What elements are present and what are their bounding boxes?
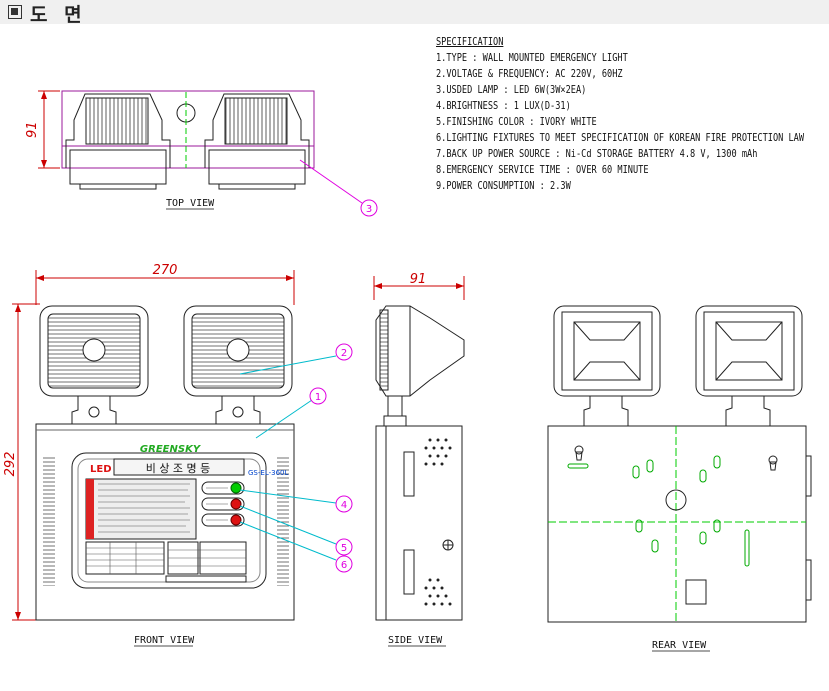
top-left-head: [65, 93, 171, 168]
callout-2-text: 2: [341, 348, 347, 359]
top-right-head: [204, 93, 310, 168]
red-indicator-1: [230, 498, 242, 510]
rear-view-label: REAR VIEW: [652, 640, 707, 651]
red-indicator-2: [230, 514, 242, 526]
side-view: [373, 276, 465, 621]
brand-logo-text: GREENSKY: [140, 444, 202, 455]
green-indicator: [230, 482, 242, 494]
top-right-body: [208, 149, 306, 185]
spec-item: 8.EMERGENCY SERVICE TIME : OVER 60 MINUT…: [436, 164, 649, 176]
callout-5-circle: [335, 538, 353, 556]
spec-item: 4.BRIGHTNESS : 1 LUX(D-31): [436, 100, 571, 112]
front-panel: [71, 452, 267, 589]
front-height-dim: 292: [3, 452, 18, 477]
spec-item: 3.USDED LAMP : LED 6W(3W×2EA): [436, 84, 587, 96]
rear-view: [547, 305, 812, 623]
rear-right-lamp: [695, 305, 803, 397]
callout-1-leader: [255, 399, 313, 439]
rear-battery-cover: [685, 579, 707, 605]
specification-block: SPECIFICATION 1.TYPE : WALL MOUNTED EMER…: [436, 34, 804, 194]
top-view-outline: [61, 90, 315, 169]
led-label: LED: [90, 464, 112, 475]
front-body: [35, 423, 295, 621]
callout-6-text: 6: [341, 560, 347, 571]
callout-4-leader: [239, 489, 337, 504]
spec-item: 1.TYPE : WALL MOUNTED EMERGENCY LIGHT: [436, 52, 628, 64]
callout-4-circle: [335, 495, 353, 513]
top-left-body: [69, 149, 167, 185]
callout-6-leader: [239, 521, 337, 561]
spec-item: 5.FINISHING COLOR : IVORY WHITE: [436, 116, 597, 128]
side-view-label: SIDE VIEW: [388, 635, 443, 646]
product-name: 비 상 조 명 등: [146, 462, 211, 475]
spec-title: SPECIFICATION: [436, 36, 504, 48]
rear-center-hole: [665, 489, 687, 511]
callout-2-circle: [335, 343, 353, 361]
side-depth-dim: 91: [410, 272, 427, 287]
callout-1-circle: [309, 387, 327, 405]
spec-item: 2.VOLTAGE & FREQUENCY: AC 220V, 60HZ: [436, 68, 623, 80]
top-height-dim: 91: [25, 121, 40, 138]
callout-5-leader: [239, 505, 337, 545]
page-title: 도 면: [30, 4, 87, 26]
rear-body: [547, 425, 807, 623]
product-model: GS-EL-360L: [248, 469, 288, 477]
callout-3-text: 3: [366, 204, 372, 215]
callout-6-circle: [335, 555, 353, 573]
spec-item: 6.LIGHTING FIXTURES TO MEET SPECIFICATIO…: [436, 132, 805, 144]
side-body: [375, 425, 463, 621]
front-view: [12, 270, 295, 621]
side-lamp-head: [375, 305, 465, 397]
front-right-lamp: [183, 305, 293, 397]
callout-1-text: 1: [315, 392, 321, 403]
header-bar: 도 면: [0, 0, 829, 26]
callout-3-circle: [360, 199, 378, 217]
front-width-dim: 270: [153, 263, 178, 278]
front-left-lamp: [39, 305, 149, 397]
top-view-label: TOP VIEW: [166, 198, 215, 209]
square-bullet-icon: [8, 5, 22, 19]
rear-left-lamp: [553, 305, 661, 397]
callout-4-text: 4: [341, 500, 347, 511]
callout-2-leader: [239, 355, 337, 375]
callout-3-leader: [299, 159, 363, 204]
callout-5-text: 5: [341, 543, 347, 554]
spec-item: 7.BACK UP POWER SOURCE : Ni-Cd STORAGE B…: [436, 148, 758, 160]
spec-item: 9.POWER CONSUMPTION : 2.3W: [436, 180, 571, 192]
front-view-label: FRONT VIEW: [134, 635, 195, 646]
top-view: [38, 90, 315, 190]
